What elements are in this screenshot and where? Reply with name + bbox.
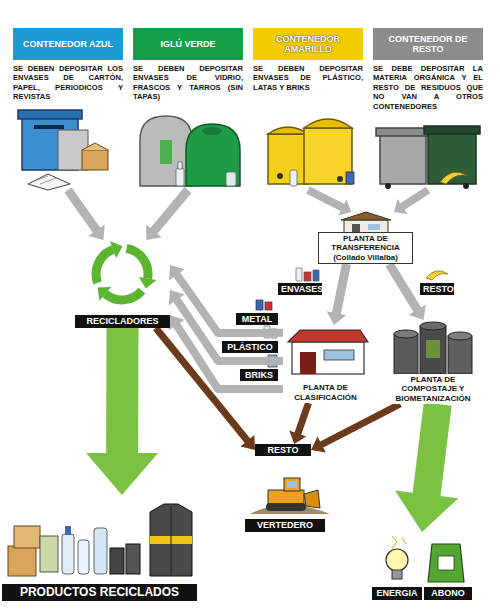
output-label: ENERGIA bbox=[372, 532, 422, 600]
container-instructions: SE DEBE DEPOSITAR LA MATERIA ORGÁNICA Y … bbox=[373, 64, 483, 111]
container-title: IGLÚ VERDE bbox=[133, 28, 243, 60]
bulldozer bbox=[250, 478, 330, 514]
glass-igloo bbox=[140, 116, 240, 186]
arrow-shaft bbox=[308, 190, 343, 208]
arrow-head bbox=[88, 224, 104, 240]
flow-arrow bbox=[68, 190, 105, 240]
label-text: RESTO bbox=[258, 444, 308, 456]
flow-arrow bbox=[311, 404, 400, 453]
label-text: PLÁSTICO bbox=[225, 341, 275, 353]
sorting-plant: PLANTA DE CLASIFICACIÓN bbox=[283, 325, 368, 403]
compost-bag bbox=[428, 544, 464, 582]
arrow-shaft bbox=[427, 404, 438, 495]
flow-arrow bbox=[169, 265, 283, 333]
container-title: CONTENEDOR AMARILLO bbox=[253, 28, 363, 60]
flow-arrow bbox=[327, 264, 347, 325]
label-band: RECICLADORES bbox=[75, 315, 170, 328]
container-title: CONTENEDOR DE RESTO bbox=[373, 28, 483, 60]
container-instructions: SE DEBEN DEPOSITAR LOS ENVASES DE CARTÓN… bbox=[13, 64, 123, 102]
output-label: ABONO bbox=[424, 532, 472, 600]
label-text: METAL bbox=[239, 313, 275, 325]
flow-arrow bbox=[169, 315, 283, 389]
flow-arrow bbox=[289, 403, 308, 444]
flow-arrow bbox=[395, 404, 459, 532]
flow-label: ENVASES bbox=[278, 283, 322, 295]
arrow-head bbox=[394, 199, 407, 214]
arrow-head bbox=[169, 290, 185, 305]
container-instructions: SE DEBEN DEPOSITAR ENVASES DE PLÁSTICO, … bbox=[253, 64, 363, 92]
arrow-head bbox=[338, 199, 351, 215]
flow-arrow bbox=[308, 190, 351, 216]
recycle-symbol bbox=[96, 248, 148, 300]
arrow-shaft bbox=[153, 190, 188, 232]
arrow-head bbox=[86, 453, 158, 495]
container-instructions: SE DEBEN DEPOSITAR ENVASES DE VIDRIO, FR… bbox=[133, 64, 243, 102]
recyclers-node: RECICLADORES bbox=[75, 240, 170, 328]
arrow-head bbox=[395, 490, 459, 532]
arrow-shaft bbox=[336, 264, 346, 314]
light-bulb bbox=[386, 536, 408, 579]
arrow-shaft bbox=[106, 328, 138, 454]
arrow-head bbox=[311, 437, 326, 453]
landfill-node: VERTEDERO bbox=[245, 472, 325, 532]
container-title: CONTENEDOR AZUL bbox=[13, 28, 123, 60]
sorting-plant-building bbox=[288, 330, 368, 374]
label-band: ENERGIA bbox=[372, 587, 422, 600]
arrow-shaft bbox=[176, 324, 283, 389]
arrow-shaft bbox=[298, 403, 309, 435]
material-label: PLÁSTICO bbox=[222, 341, 278, 353]
recycled-products bbox=[8, 504, 192, 576]
transfer-plant: PLANTA DE TRANSFERENCIA (Collado Villalb… bbox=[318, 212, 413, 264]
products-node: PRODUCTOS RECICLADOS bbox=[2, 495, 197, 601]
arrow-head bbox=[240, 435, 255, 450]
composting-silos bbox=[394, 322, 472, 374]
recycle-arrowheads bbox=[98, 241, 157, 301]
arrow-head bbox=[146, 224, 161, 240]
flow-arrow bbox=[394, 190, 428, 214]
arrow-head bbox=[289, 431, 306, 444]
paper-container bbox=[18, 110, 108, 190]
container-box: CONTENEDOR DE RESTO SE DEBE DEPOSITAR LA … bbox=[373, 28, 483, 190]
label-text: ENVASES bbox=[281, 283, 319, 295]
arrow-shaft bbox=[321, 404, 400, 445]
label-band: PRODUCTOS RECICLADOS bbox=[2, 584, 197, 601]
label-text: RESTO bbox=[423, 283, 451, 295]
label-text: BRIKS bbox=[243, 369, 275, 381]
flow-arrow bbox=[146, 190, 188, 240]
container-box: IGLÚ VERDE SE DEBEN DEPOSITAR ENVASES DE … bbox=[133, 28, 243, 190]
flow-arrow bbox=[86, 328, 158, 495]
arrow-shaft bbox=[402, 190, 428, 207]
packaging-container bbox=[268, 119, 354, 186]
waste-container bbox=[376, 126, 480, 189]
waste-label: RESTO bbox=[255, 444, 311, 456]
label-band: VERTEDERO bbox=[245, 519, 325, 532]
label-band: ABONO bbox=[424, 587, 472, 600]
container-box: CONTENEDOR AMARILLO SE DEBEN DEPOSITAR EN… bbox=[253, 28, 363, 190]
flow-arrow bbox=[169, 290, 283, 361]
arrow-shaft bbox=[389, 264, 418, 311]
material-label: METAL bbox=[236, 313, 278, 325]
arrow-head bbox=[169, 315, 185, 330]
material-label: BRIKS bbox=[240, 369, 278, 381]
arrow-head bbox=[327, 311, 347, 325]
flow-label: RESTO bbox=[420, 283, 454, 295]
composting-plant: PLANTA DE COMPOSTAJE Y BIOMETANIZACIÓN bbox=[386, 320, 480, 404]
plant-label: PLANTA DE TRANSFERENCIA (Collado Villalb… bbox=[318, 232, 413, 265]
arrow-head bbox=[169, 265, 185, 280]
plant-label: PLANTA DE COMPOSTAJE Y BIOMETANIZACIÓN bbox=[386, 374, 480, 405]
arrow-head bbox=[409, 305, 426, 321]
arrow-shaft bbox=[68, 190, 97, 231]
container-box: CONTENEDOR AZUL SE DEBEN DEPOSITAR LOS EN… bbox=[13, 28, 123, 190]
plant-label: PLANTA DE CLASIFICACIÓN bbox=[283, 382, 368, 403]
